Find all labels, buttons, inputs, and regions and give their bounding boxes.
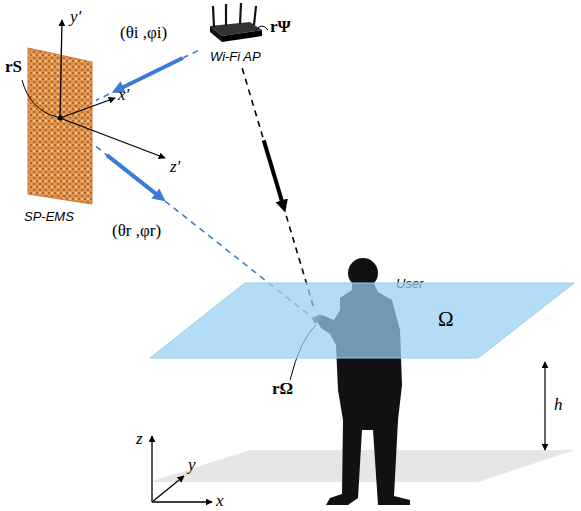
user-silhouette <box>316 258 410 505</box>
user-body <box>316 284 410 505</box>
direct-ray <box>242 68 314 308</box>
incident-ray <box>96 51 198 101</box>
height-arrow <box>544 362 545 450</box>
panel-origin <box>58 116 63 121</box>
z-axis <box>151 436 152 502</box>
axis-label: z' <box>170 158 180 177</box>
ap-antennas <box>213 3 256 27</box>
romega-leader <box>290 325 316 380</box>
panel-axes <box>60 20 165 158</box>
z-prime-axis <box>60 118 165 158</box>
axis-label: z <box>136 430 143 449</box>
ray-line <box>96 146 314 318</box>
observation-plane-outline <box>150 283 574 358</box>
angle-label: (θi ,φi) <box>120 24 167 43</box>
user: User <box>314 272 438 328</box>
user-head <box>348 258 378 288</box>
ray-line <box>242 68 314 308</box>
angle-label: (θr ,φr) <box>112 222 161 241</box>
observation-plane: Ω <box>148 282 576 360</box>
direction-arrow <box>116 58 182 90</box>
axis-label: x <box>216 492 224 511</box>
node-label: Ω <box>438 308 454 331</box>
reflected-ray <box>96 146 314 318</box>
ap-front <box>222 30 262 42</box>
observation-plane-shape <box>148 282 576 360</box>
wifi-ap-icon <box>210 3 262 42</box>
rs-leader <box>22 80 57 117</box>
world-axes <box>152 436 212 502</box>
direction-arrow <box>264 140 284 207</box>
wifi-ap: Wi-Fi AP <box>198 2 278 68</box>
position-vector: rΩ <box>272 380 293 399</box>
ap-side <box>210 26 222 42</box>
axis-label: y' <box>70 8 81 27</box>
position-vector: rΨ <box>270 18 291 37</box>
sp-ems: SP-EMS <box>24 42 96 230</box>
axis-label: x' <box>118 86 129 105</box>
axis-label: y <box>188 456 196 475</box>
node-label: User <box>396 277 423 291</box>
direction-arrow <box>107 155 161 198</box>
floor <box>150 450 575 482</box>
y-axis <box>152 476 184 502</box>
x-prime-axis <box>60 98 115 118</box>
position-vector: rS <box>5 58 22 77</box>
height-label: h <box>554 396 563 415</box>
x-axis <box>152 501 212 502</box>
leader-lines <box>22 26 316 380</box>
node-label: Wi-Fi AP <box>210 50 261 64</box>
ray-line <box>96 51 198 101</box>
y-prime-axis <box>60 20 62 118</box>
rpsi-leader <box>256 26 268 30</box>
node-label: SP-EMS <box>24 210 74 224</box>
